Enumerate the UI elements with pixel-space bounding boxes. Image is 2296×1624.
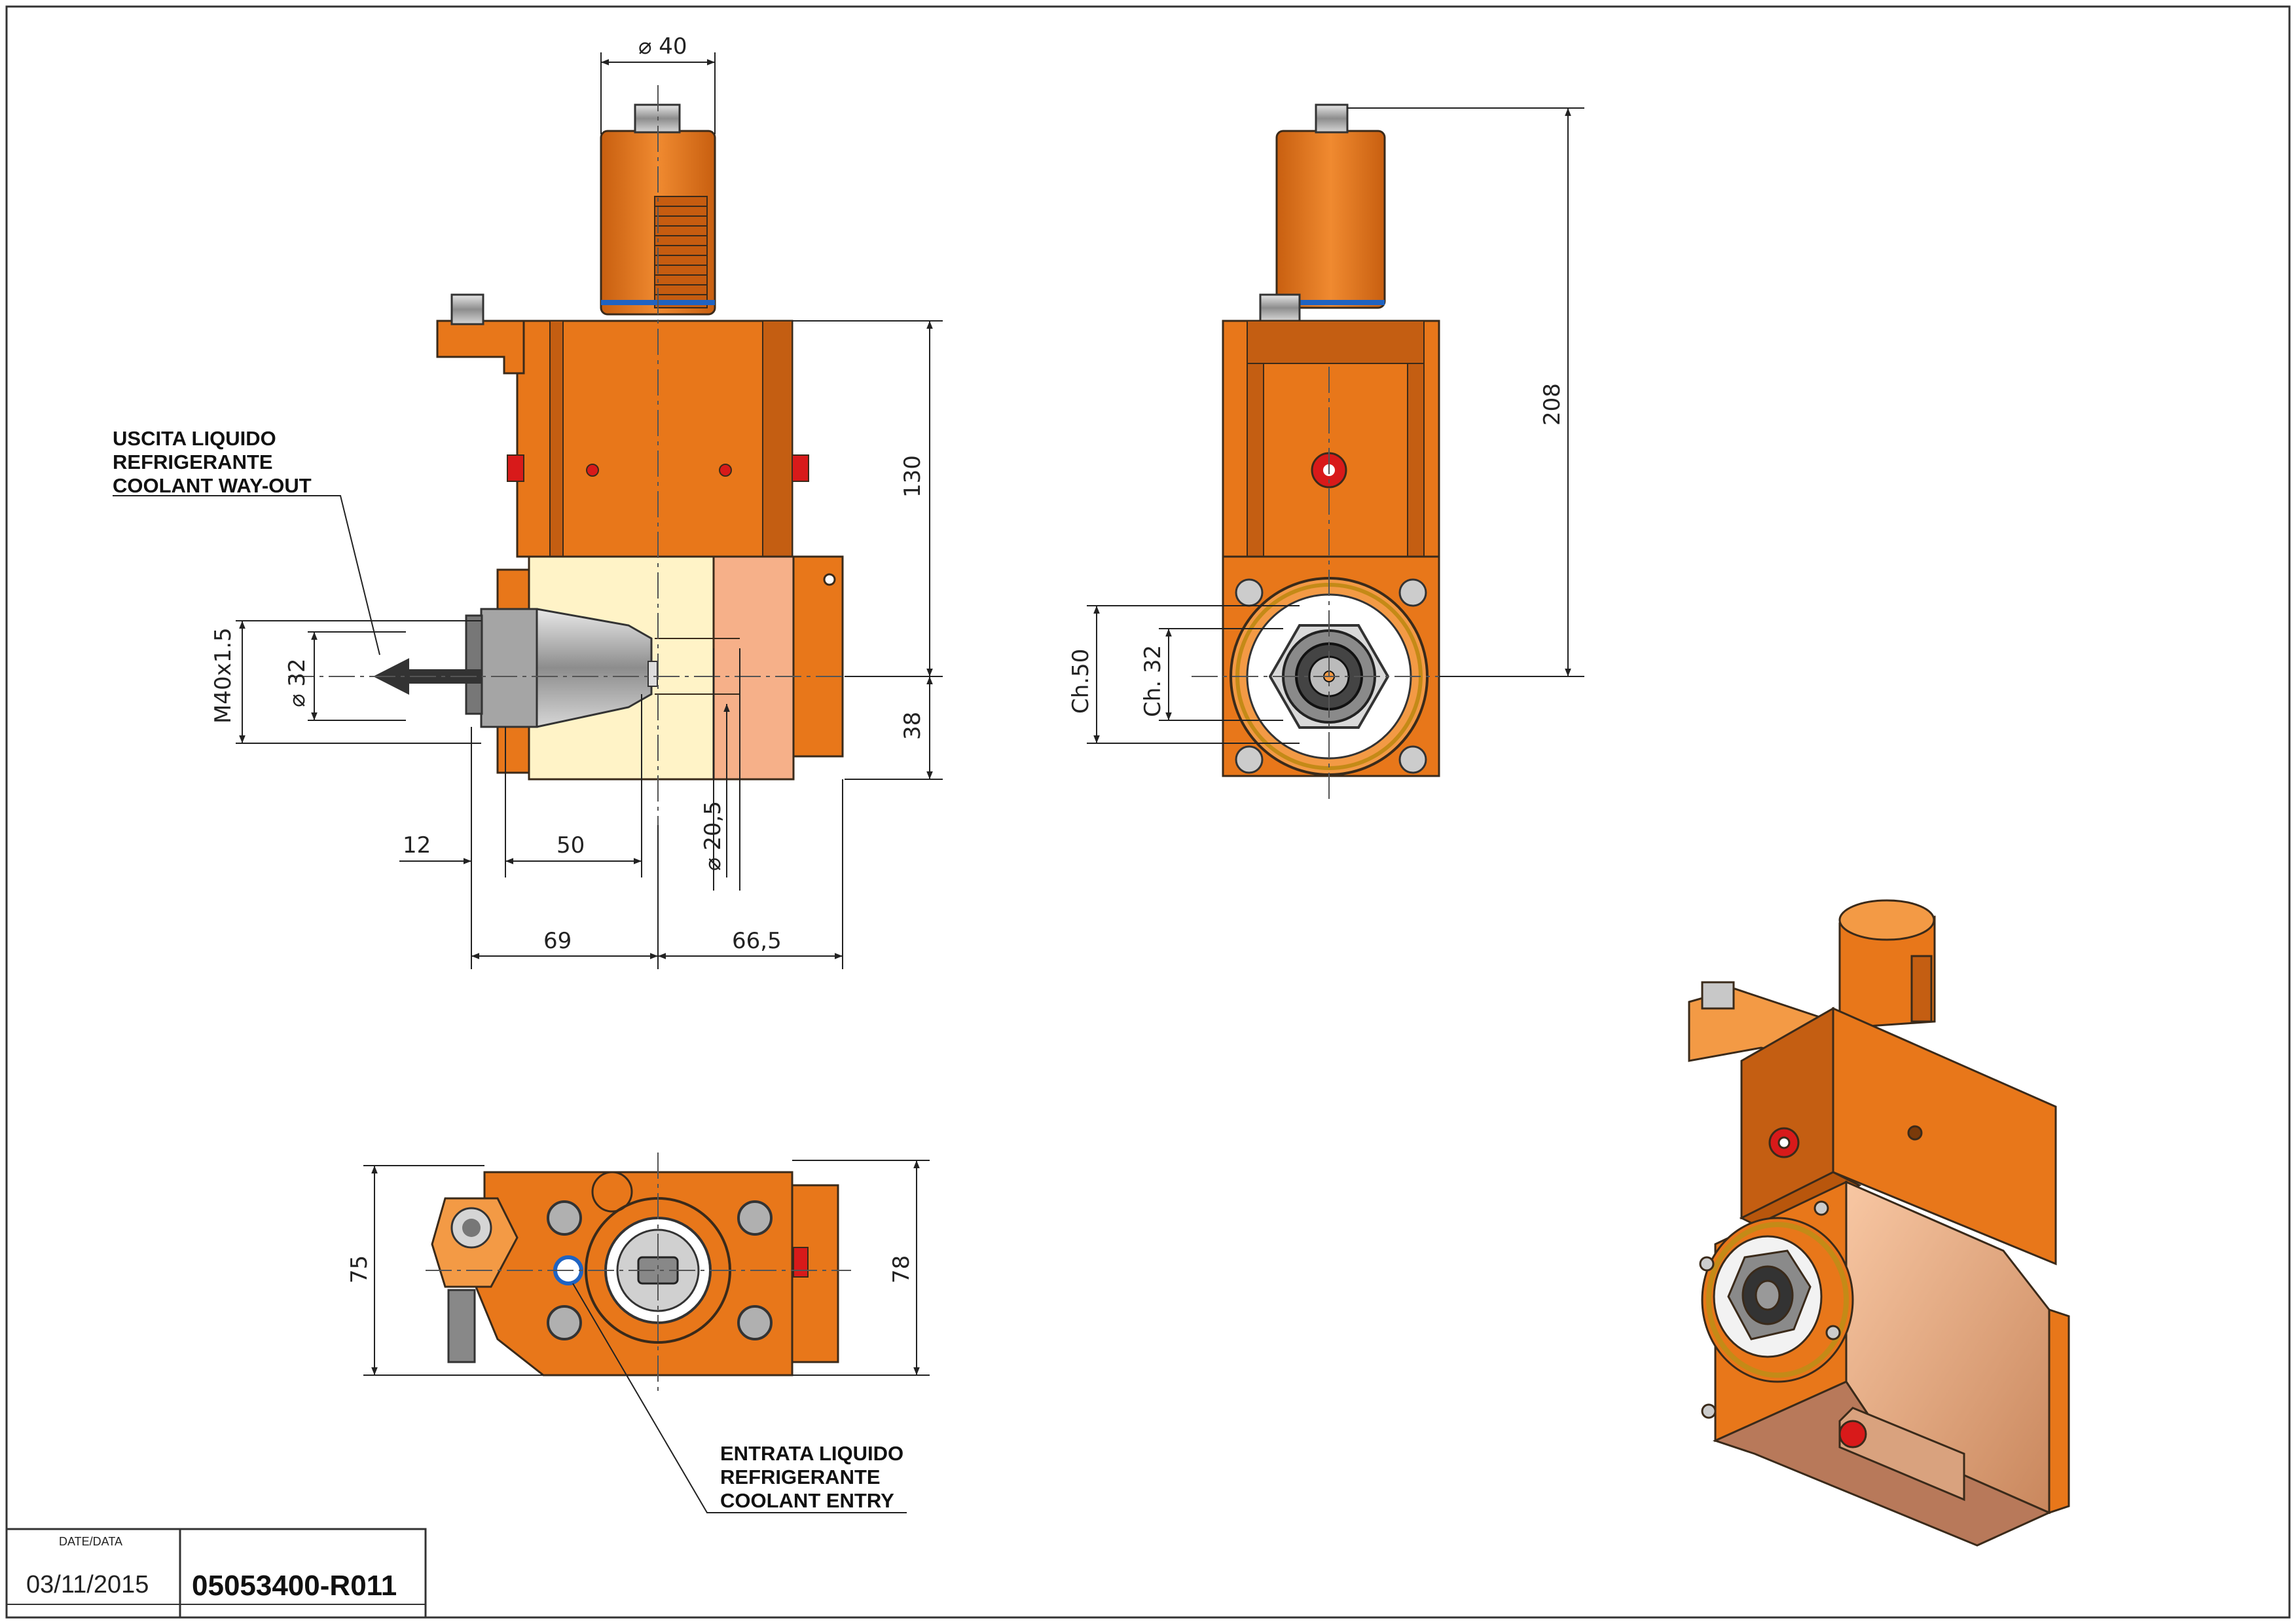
dim-78: 78: [888, 1255, 915, 1283]
red-plug-right: [792, 454, 809, 482]
end-plate: [792, 555, 844, 758]
dim-ch32: Ch. 32: [1140, 645, 1166, 717]
sheet-border: [5, 5, 2291, 1619]
mounting-bracket: [436, 320, 525, 375]
top-view: [426, 1153, 851, 1395]
drawing-date: 03/11/2015: [26, 1571, 149, 1598]
dim-diameter-20-5: ⌀ 20,5: [700, 801, 726, 871]
dim-diameter-40: ⌀ 40: [638, 33, 687, 60]
title-block: DATE/DATA 03/11/2015 05053400-R011: [5, 1528, 427, 1619]
dim-12: 12: [403, 832, 431, 858]
cylinder-thread: [654, 196, 708, 308]
dim-69: 69: [543, 928, 572, 954]
upper-housing-side: [762, 320, 793, 557]
bracket-screw: [450, 293, 484, 325]
front-view-dim-text: 208 Ch.50 Ch. 32: [1068, 383, 1565, 717]
top-view-dim-text: 75 78 ENTRATA LIQUIDO REFRIGERANTE COOLA…: [346, 1255, 915, 1512]
front-cylinder: [1275, 130, 1386, 309]
date-label: DATE/DATA: [59, 1535, 122, 1548]
dim-38: 38: [900, 712, 926, 740]
dim-208: 208: [1539, 383, 1565, 426]
drawing-code: 05053400-R011: [192, 1570, 397, 1602]
dim-75: 75: [346, 1255, 373, 1283]
front-view: [1192, 103, 1473, 799]
dim-ch50: Ch.50: [1068, 649, 1094, 714]
side-view-dimensions: [113, 52, 943, 969]
red-plug-left: [507, 454, 524, 482]
side-view-dim-text: ⌀ 40 130 38 M40x1.5 ⌀ 32 12 50 ⌀ 20,5 69…: [113, 33, 926, 954]
dim-m40: M40x1.5: [210, 627, 236, 724]
dim-66-5: 66,5: [732, 928, 782, 954]
dim-50: 50: [556, 832, 585, 858]
dim-130: 130: [900, 455, 926, 498]
dim-diameter-32: ⌀ 32: [284, 658, 310, 707]
note-coolant-way-out: USCITA LIQUIDO REFRIGERANTE COOLANT WAY-…: [113, 427, 312, 497]
side-view: [288, 85, 871, 825]
top-view-dimensions: [363, 1160, 930, 1513]
note-coolant-entry: ENTRATA LIQUIDO REFRIGERANTE COOLANT ENT…: [720, 1442, 909, 1512]
angle-head-cover: [712, 555, 795, 781]
front-view-dimensions: [1087, 107, 1584, 744]
isometric-view: [1688, 899, 2070, 1547]
